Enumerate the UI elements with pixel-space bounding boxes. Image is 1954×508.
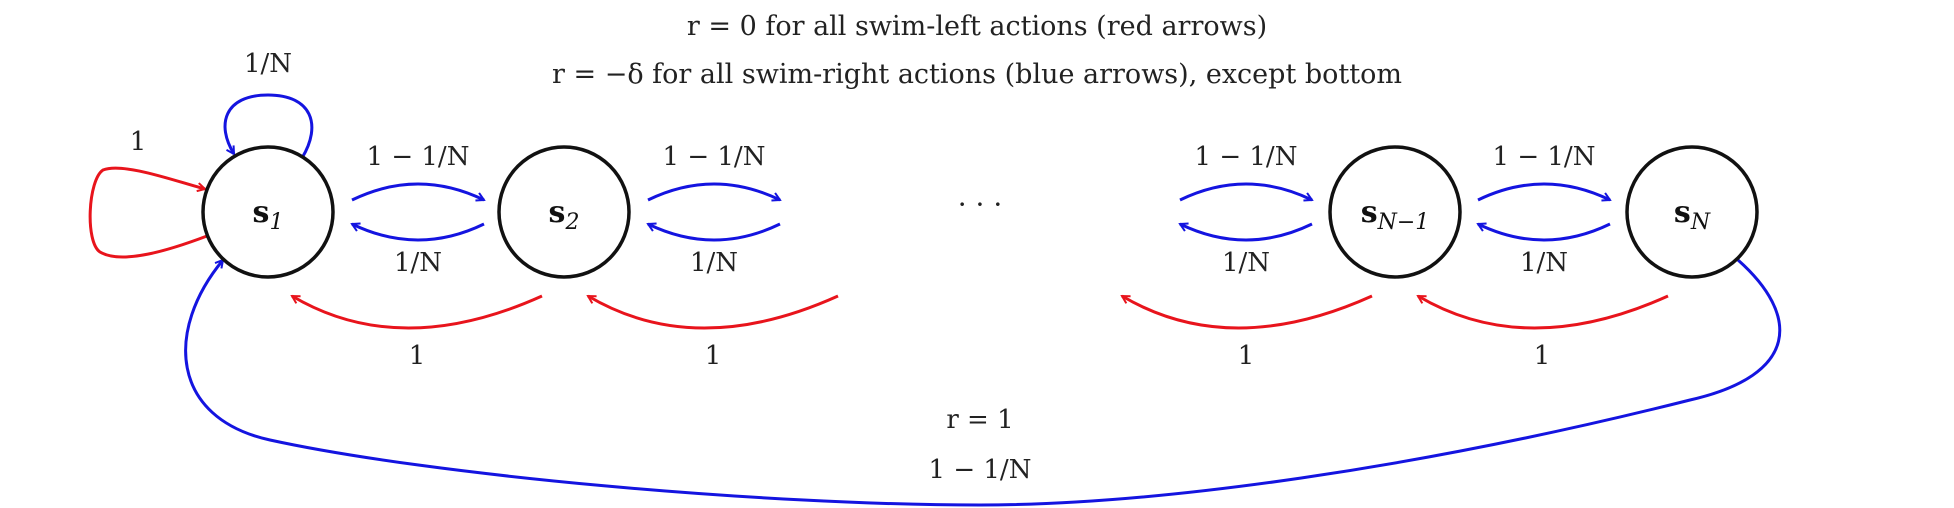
self-loop-blue-arrow [223,93,314,159]
label-forward-4: 1 − 1/N [1493,142,1596,172]
label-back-4: 1/N [1520,248,1568,278]
edge-sn-to-s1-bottom [184,260,1782,507]
state-sn-minus-1: sN−1 [1328,145,1462,279]
edge-sn1-sn [1477,182,1610,200]
edge-left-sn-sn1 [1418,294,1669,330]
label-back-3: 1/N [1222,248,1270,278]
self-loop-red-arrow [88,166,208,259]
svg-text:sN: sN [1674,195,1711,235]
caption-left-reward: r = 0 for all swim-left actions (red arr… [687,11,1267,42]
state-s1-base: s [253,195,270,230]
state-sn: sN [1625,145,1759,279]
svg-text:s2: s2 [549,195,580,235]
state-sn1-base: s [1361,195,1378,230]
self-loop-red-label: 1 [130,127,147,157]
self-loop-blue-label: 1/N [244,49,292,79]
edge-left-next-s2 [588,294,839,330]
label-back-1: 1/N [394,248,442,278]
label-forward-1: 1 − 1/N [367,142,470,172]
edge-s2-s1-back [352,224,485,242]
edge-left-s2-s1 [292,294,543,330]
edge-s1-s2 [351,182,484,200]
state-s1: s1 [201,145,335,279]
state-s2-base: s [549,195,566,230]
state-s1-sub: 1 [269,210,283,235]
edge-prev-sn1 [1179,182,1312,200]
bottom-prob-label: 1 − 1/N [929,455,1032,485]
state-sn1-sub: N−1 [1377,210,1430,235]
edge-next-s2-back [648,224,781,242]
state-s2-sub: 2 [564,210,579,235]
label-left-2: 1 [705,341,722,371]
ellipsis: · · · [958,188,1003,221]
label-left-4: 1 [1534,341,1551,371]
svg-text:s1: s1 [253,195,284,235]
label-back-2: 1/N [690,248,738,278]
label-forward-2: 1 − 1/N [663,142,766,172]
bottom-reward-label: r = 1 [946,405,1013,435]
label-forward-3: 1 − 1/N [1195,142,1298,172]
edge-s2-next [647,182,780,200]
caption-right-reward: r = −δ for all swim-right actions (blue … [552,59,1402,90]
edge-left-sn1-prev [1122,294,1373,330]
state-s2: s2 [497,145,631,279]
state-sn-base: s [1674,195,1691,230]
svg-text:sN−1: sN−1 [1361,195,1430,235]
edge-sn1-prev-back [1180,224,1313,242]
edge-sn-sn1-back [1478,224,1611,242]
label-left-3: 1 [1238,341,1255,371]
state-sn-sub: N [1690,210,1711,235]
label-left-1: 1 [409,341,426,371]
